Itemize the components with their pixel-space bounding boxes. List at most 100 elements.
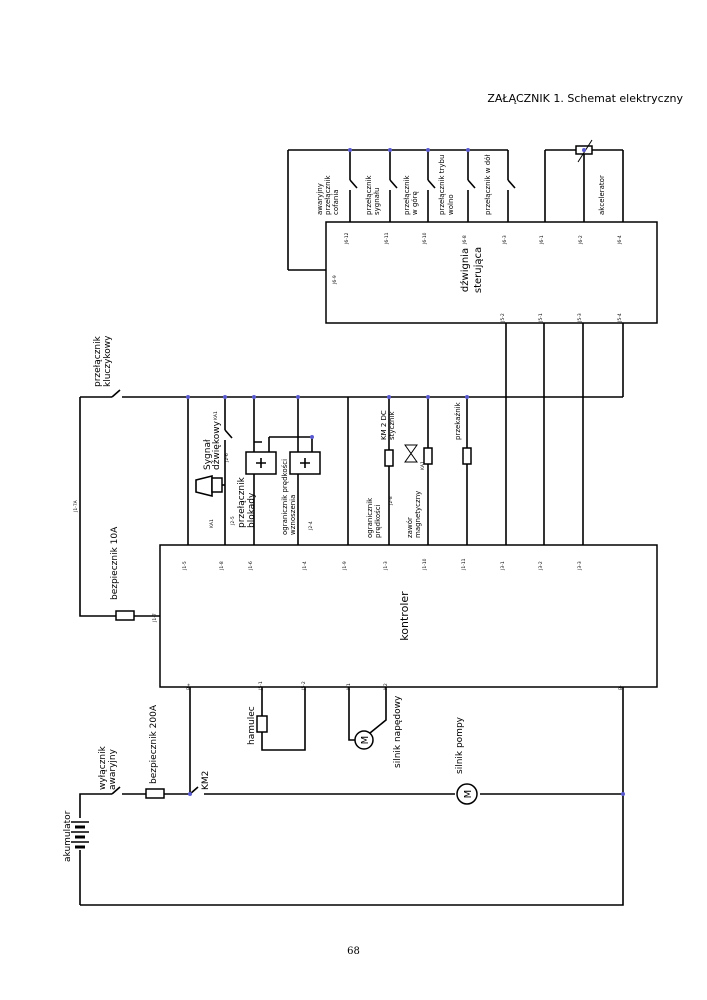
fuse-10a [115, 610, 135, 621]
sig-label-1: przełącznik [365, 175, 373, 215]
lift-limiter-label-2: wznoszenia [289, 495, 297, 535]
up-label-2: w górę [411, 191, 419, 215]
accelerator-wiring [544, 149, 624, 222]
pin-j3-3: J3-3 [577, 561, 583, 571]
fuse-200a [145, 788, 165, 799]
pin-j5-2: J5-2 [500, 313, 506, 323]
lift-limiter-symbol [300, 458, 310, 468]
pin-m2: M2 [383, 683, 389, 690]
pin-j6-4: J6-4 [617, 235, 623, 245]
lock-switch-symbol [256, 458, 266, 468]
ka1-label-horn: KA1 [213, 411, 219, 420]
down-switch-contact [507, 179, 516, 189]
sig-label-2: sygnału [373, 188, 381, 215]
wire-brake [261, 687, 306, 751]
relay-coil [462, 447, 472, 465]
contactor-label-1: KM 2 DC [380, 410, 388, 440]
pin-m1: M1 [346, 683, 352, 690]
pin-j5-2-bottom: J5-2 [301, 681, 307, 691]
rev-label-2: przełącznik [324, 175, 332, 215]
valve-coil [423, 447, 433, 465]
pin-j6-2: J6-2 [578, 235, 584, 245]
down-label: przełącznik w dół [484, 155, 492, 215]
pump-motor-icon [456, 783, 478, 805]
pin-j6-1: J6-1 [539, 235, 545, 245]
junction-nodes [186, 148, 625, 796]
horn-coil [211, 477, 223, 493]
emergency-switch-label-2: awaryjny [108, 748, 118, 790]
valve-label-2: magnetyczny [414, 491, 422, 538]
fuse200-label: bezpiecznik 200A [149, 704, 159, 784]
drive-motor-label: silnik napędowy [393, 695, 403, 768]
brake-coil [256, 715, 268, 733]
pin-j5-1: J5-1 [538, 313, 544, 323]
emergency-switch-contact [111, 786, 121, 795]
pin-j2-8: J2-8 [388, 496, 394, 506]
battery-icon [71, 821, 89, 849]
emergency-switch-label-1: wyłącznik [98, 745, 108, 790]
signal-switch-contact [389, 179, 398, 189]
pin-b-plus: B+ [186, 683, 192, 690]
contactor-coil [384, 449, 394, 467]
pin-j1-4: J1-4 [302, 561, 308, 571]
pump-motor-label: silnik pompy [455, 716, 465, 774]
up-switch-contact [427, 179, 436, 189]
fuse10-label: bezpiecznik 10A [110, 526, 120, 600]
valve-icon [404, 444, 418, 463]
km2-label: KM2 [201, 771, 211, 790]
pin-j2-5: J2-5 [230, 516, 236, 526]
pin-j6-11: J6-11 [384, 232, 390, 245]
pin-j6-12: J6-12 [344, 232, 350, 245]
pin-j6-9: J6-9 [332, 275, 338, 285]
pin-j2-4: J2-4 [308, 521, 314, 531]
battery-label: akumulator [63, 810, 73, 862]
controller-block [159, 544, 658, 688]
contactor-label-2: stycznik [388, 411, 396, 440]
ka1-label-valve: KA1 [420, 461, 426, 470]
pump-motor-symbol: M [463, 790, 474, 799]
wire-km2-to-pump [189, 786, 455, 795]
pin-j1-7: J1-7 [152, 613, 158, 623]
wire-lift-limiter [269, 436, 313, 452]
pin-j3-2: J3-2 [538, 561, 544, 571]
page-title: ZAŁĄCZNIK 1. Schemat elektryczny [487, 92, 683, 105]
pin-j6-3: J6-3 [502, 235, 508, 245]
pin-j1-10: J1-10 [422, 558, 428, 571]
ka1-label-lock: KA1 [209, 519, 215, 528]
brake-label: hamulec [247, 706, 257, 745]
horn-switch-contact [224, 429, 233, 439]
reverse-switch-contact [349, 179, 358, 189]
lever-label-line1: dźwignia [459, 248, 471, 292]
key-switch-contact [111, 389, 121, 398]
lever-label-line2: sterująca [473, 247, 484, 293]
horn-label-1: Sygnał [203, 439, 213, 470]
wire-battery-positive [79, 793, 112, 818]
lever-block [325, 221, 658, 324]
lift-limiter-label-1: ogranicznik prędkości [281, 459, 289, 535]
pin-j5-3: J5-3 [577, 313, 583, 323]
pin-j6-8: J6-8 [462, 235, 468, 245]
up-label-1: przełącznik [403, 175, 411, 215]
slow-label-2: wolno [447, 194, 455, 215]
rev-label-3: cofania [332, 189, 340, 215]
accelerator-label: akcelerator [598, 175, 606, 215]
wire-key-to-fuse10 [79, 397, 116, 617]
speed-limiter-label-2: prędkości [374, 504, 382, 538]
horn-label-2: dźwiękowy [212, 420, 222, 470]
pin-j1-9: J1-9 [342, 561, 348, 571]
pin-j6-10: J6-10 [422, 232, 428, 245]
controller-label: kontroler [398, 591, 411, 641]
pin-b-minus: B- [618, 685, 624, 690]
pin-j1-11: J1-11 [461, 558, 467, 571]
pin-j2-6: J2-6 [224, 453, 230, 463]
horn-icon [195, 474, 213, 498]
slow-label-1: przełącznik trybu [438, 155, 446, 215]
key-switch-label-1: przełącznik [93, 335, 103, 387]
relay-label: przekaźnik [454, 401, 462, 440]
speed-limiter-label-1: ogranicznik [366, 497, 374, 538]
key-switch-label-2: kluczykowy [103, 335, 113, 387]
pin-j3-1: J3-1 [500, 561, 506, 571]
valve-label-1: zawór [406, 517, 414, 538]
pin-j1-6: J1-6 [248, 561, 254, 571]
